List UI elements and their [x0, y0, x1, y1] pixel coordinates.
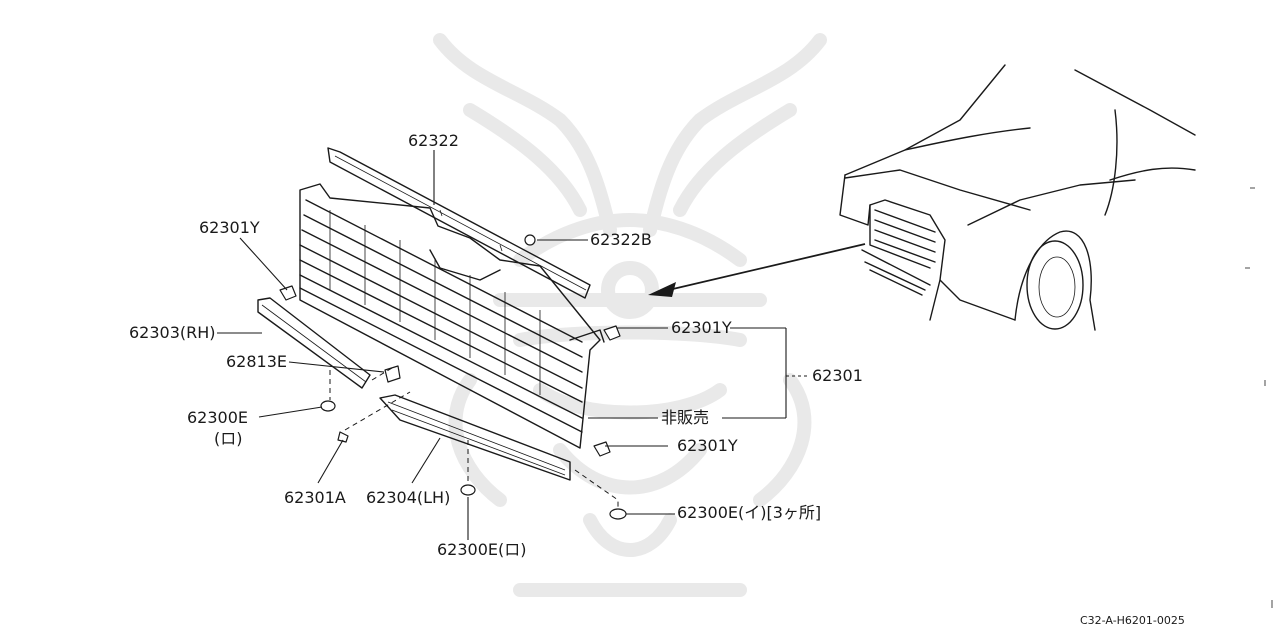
molding-62322	[327, 147, 591, 299]
clip-62322b	[524, 234, 536, 246]
label-62300e-right: 62300E(イ)[3ヶ所]	[677, 503, 821, 522]
diagram-code: C32-A-H6201-0025	[1080, 614, 1185, 627]
label-62304-lh: 62304(LH)	[366, 488, 450, 507]
clip-62301y-low	[593, 441, 611, 457]
label-62301: 62301	[812, 366, 863, 385]
label-62300e-left: 62300E	[187, 408, 248, 427]
label-62300e-left-sub: (ロ)	[214, 429, 243, 448]
label-62813e: 62813E	[226, 352, 287, 371]
label-62301y-mid: 62301Y	[671, 318, 732, 337]
fasteners	[279, 234, 627, 520]
watermark-emblem	[433, 33, 827, 597]
label-62301a: 62301A	[284, 488, 346, 507]
clip-62301y-top	[279, 285, 297, 301]
bracket-62813e	[384, 365, 401, 383]
label-62303-rh: 62303(RH)	[129, 323, 216, 342]
clip-62300e-bottom	[460, 484, 476, 496]
car-outline	[839, 64, 1196, 331]
label-62300e-bottom: 62300E(ロ)	[437, 540, 527, 559]
clip-62300e-right	[609, 508, 627, 520]
clip-62300e-left	[320, 400, 336, 412]
screw-62301a	[337, 431, 349, 443]
reference-arrow	[648, 243, 866, 297]
scan-specks	[1245, 187, 1273, 608]
label-not-for-sale: 非販売	[661, 408, 709, 427]
label-62322b: 62322B	[590, 230, 652, 249]
molding-62303-rh	[257, 297, 371, 389]
label-62301y-top: 62301Y	[199, 218, 260, 237]
grille-body	[299, 183, 605, 449]
assembly-lines	[329, 367, 619, 510]
labels: 62322 62322B 62301Y 62301Y 62301Y 62301 …	[129, 131, 1185, 627]
leader-lines	[217, 150, 810, 540]
label-62301y-low: 62301Y	[677, 436, 738, 455]
label-62322: 62322	[408, 131, 459, 150]
molding-62304-lh	[379, 394, 571, 481]
clip-62301y-mid	[603, 325, 621, 341]
